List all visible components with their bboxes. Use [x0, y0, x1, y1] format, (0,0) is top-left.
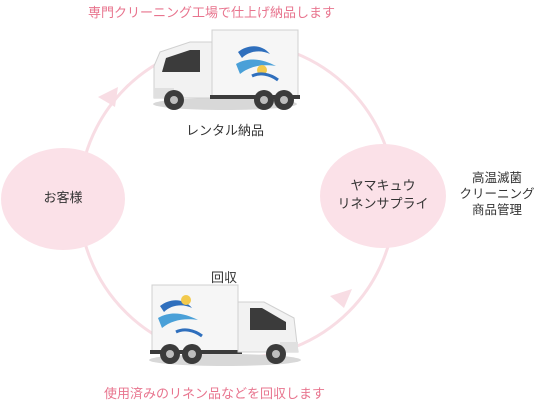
supplier-name-line-1: ヤマキュウ [350, 179, 416, 194]
top-truck-label: レンタル納品 [186, 124, 265, 139]
supplier-name-line-2: リネンサプライ [337, 197, 429, 212]
bottom-caption: 使用済みのリネン品などを回収します [104, 387, 326, 402]
pickup-truck-icon [149, 284, 301, 366]
supplier-node [320, 144, 446, 248]
side-note-2: クリーニング [459, 186, 535, 201]
delivery-truck-icon [153, 29, 300, 110]
customer-node-label: お客様 [43, 191, 83, 206]
side-note-1: 高温滅菌 [471, 170, 522, 185]
customer-node [1, 148, 125, 250]
side-notes: 高温滅菌 クリーニング 商品管理 [455, 170, 539, 218]
arrow-head-bottom-right [330, 289, 352, 308]
top-caption: 専門クリーニング工場で仕上げ納品します [88, 6, 336, 21]
bottom-truck-label: 回収 [211, 271, 238, 286]
side-note-3: 商品管理 [471, 202, 522, 217]
arrow-head-top-left [98, 87, 118, 107]
supplier-node-label: ヤマキュウ リネンサプライ [320, 178, 446, 214]
